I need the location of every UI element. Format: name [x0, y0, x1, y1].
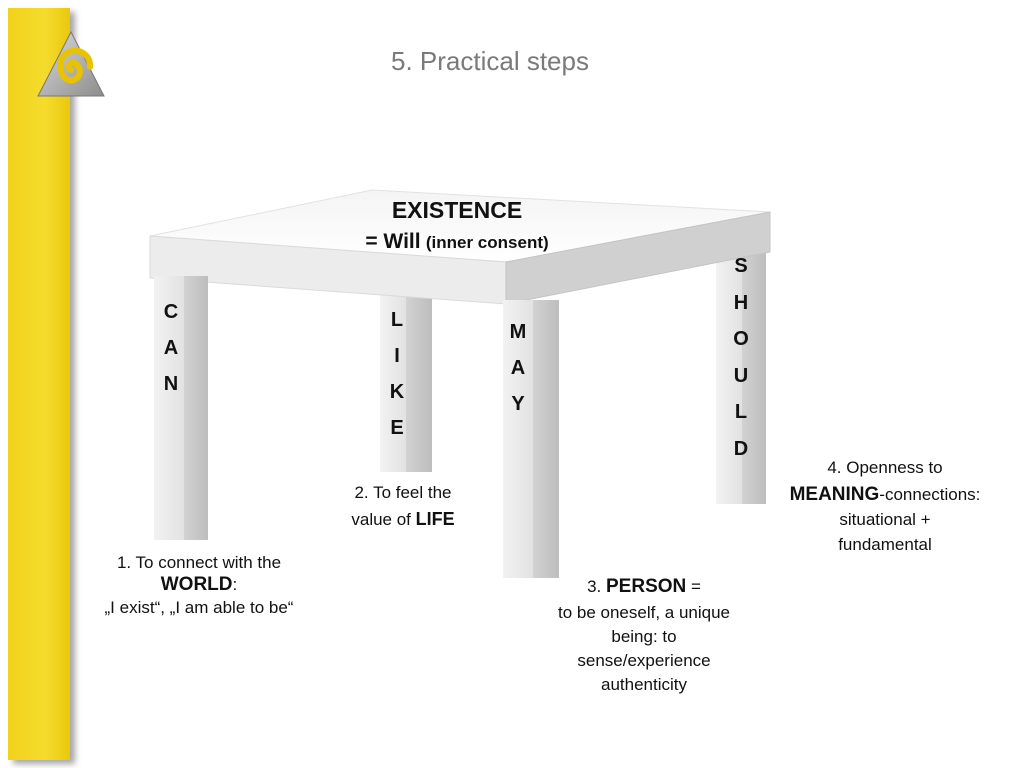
note-world: 1. To connect with the WORLD: „I exist“,… [76, 552, 322, 618]
note-person-line4: sense/experience [577, 651, 711, 671]
note-meaning-line3: situational + [839, 510, 931, 530]
note-meaning-bold: MEANING [789, 483, 880, 505]
note-person-bold: PERSON [606, 576, 687, 597]
note-person: 3. PERSON = to be oneself, a unique bein… [534, 574, 754, 697]
note-life-line1: 2. To feel the [354, 483, 452, 502]
note-world-bold: WORLD [160, 574, 233, 596]
note-world-line3: „I exist“, „I am able to be“ [104, 598, 294, 617]
existence-title: EXISTENCE [391, 197, 523, 223]
will-prefix: = Will [365, 229, 421, 253]
letter: D [733, 437, 749, 460]
letter: A [163, 337, 179, 359]
note-person-line5: authenticity [601, 675, 687, 695]
letter: U [733, 364, 749, 387]
letter: Y [511, 393, 525, 415]
note-person-line1: 3. PERSON = [534, 574, 754, 601]
letter: C [163, 301, 179, 323]
table-leg-like [380, 288, 432, 472]
leg-letters-should: S H O U L D [726, 248, 756, 467]
letter: K [389, 381, 405, 403]
note-person-pre: 3. [587, 577, 602, 596]
slide-title: 5. Practical steps [391, 46, 589, 76]
note-meaning-line2: MEANING-connections: [770, 481, 1000, 509]
letter: H [733, 291, 749, 314]
leg-letters-can: C A N [156, 294, 186, 402]
note-person-line2: to be oneself, a unique [557, 602, 731, 622]
note-life-bold: LIFE [415, 508, 455, 529]
will-note: (inner consent) [425, 232, 549, 252]
note-meaning-post: -connections: [879, 484, 981, 504]
existence-will: = Will (inner consent) [330, 229, 584, 255]
note-life: 2. To feel the value of LIFE [328, 480, 478, 533]
note-life-line2: value of LIFE [328, 506, 478, 533]
note-life-pre: value of [351, 509, 411, 529]
letter: I [394, 345, 400, 367]
spiral-logo-icon [37, 30, 105, 97]
note-meaning-line1: 4. Openness to [827, 458, 943, 477]
letter: N [163, 373, 179, 395]
letter: L [390, 309, 404, 331]
table-leg-should [716, 240, 766, 504]
note-meaning: 4. Openness to MEANING-connections: situ… [770, 456, 1000, 557]
note-meaning-line4: fundamental [838, 534, 932, 554]
existence-label: EXISTENCE = Will (inner consent) [330, 196, 584, 255]
leg-letters-may: M A Y [503, 314, 533, 422]
letter: L [734, 401, 748, 423]
letter: A [510, 357, 526, 379]
note-person-line3: being: to [611, 627, 677, 647]
note-world-tail: : [232, 575, 238, 595]
note-world-line2: WORLD: [76, 573, 322, 597]
leg-letters-like: L I K E [382, 302, 412, 446]
letter: O [733, 328, 749, 350]
letter: M [509, 321, 527, 343]
note-person-post: = [690, 577, 701, 596]
letter: E [390, 417, 404, 439]
note-world-line1: 1. To connect with the [116, 553, 282, 572]
table-leg-can [154, 276, 208, 540]
accent-sidebar [8, 8, 70, 760]
letter: S [734, 255, 748, 277]
table-leg-may [503, 300, 559, 578]
